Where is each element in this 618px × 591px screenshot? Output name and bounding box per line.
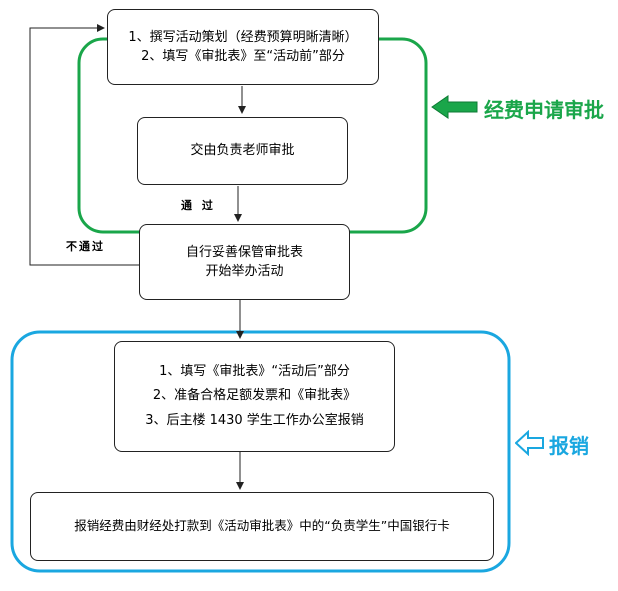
step-plan-line2: 2、填写《审批表》至“活动前”部分 bbox=[141, 49, 345, 64]
step-after-box: 1、填写《审批表》“活动后”部分 2、准备合格足额发票和《审批表》 3、后主楼 … bbox=[114, 341, 395, 452]
reimburse-left-arrow-icon bbox=[515, 430, 544, 456]
step-after-line2: 2、准备合格足额发票和《审批表》 bbox=[152, 388, 357, 404]
step-hold-line2: 开始举办活动 bbox=[205, 264, 284, 279]
step-hold-box: 自行妥善保管审批表 开始举办活动 bbox=[139, 224, 350, 300]
edge-label-fail: 不通过 bbox=[66, 240, 105, 253]
step-hold-line1: 自行妥善保管审批表 bbox=[185, 244, 303, 260]
approval-group-label: 经费申请审批 bbox=[484, 98, 604, 122]
step-after-line1: 1、填写《审批表》“活动后”部分 bbox=[159, 364, 350, 380]
approval-left-arrow-icon bbox=[431, 95, 478, 119]
arrow-fail-loop bbox=[29, 24, 140, 266]
edge-label-pass: 通 过 bbox=[181, 199, 216, 212]
step-plan-line1: 1、撰写活动策划（经费预算明晰清晰） bbox=[128, 29, 358, 45]
step-teacher-box: 交由负责老师审批 bbox=[137, 117, 348, 185]
step-after-line3: 3、后主楼 1430 学生工作办公室报销 bbox=[145, 412, 364, 428]
step-transfer-text: 报销经费由财经处打款到《活动审批表》中的“负责学生”中国银行卡 bbox=[74, 518, 450, 534]
step-plan-box: 1、撰写活动策划（经费预算明晰清晰） 2、填写《审批表》至“活动前”部分 bbox=[107, 9, 379, 85]
reimburse-group-outline bbox=[10, 330, 511, 573]
step-transfer-box: 报销经费由财经处打款到《活动审批表》中的“负责学生”中国银行卡 bbox=[30, 492, 494, 561]
step-teacher-text: 交由负责老师审批 bbox=[190, 143, 295, 159]
reimburse-group-label: 报销 bbox=[549, 434, 589, 458]
